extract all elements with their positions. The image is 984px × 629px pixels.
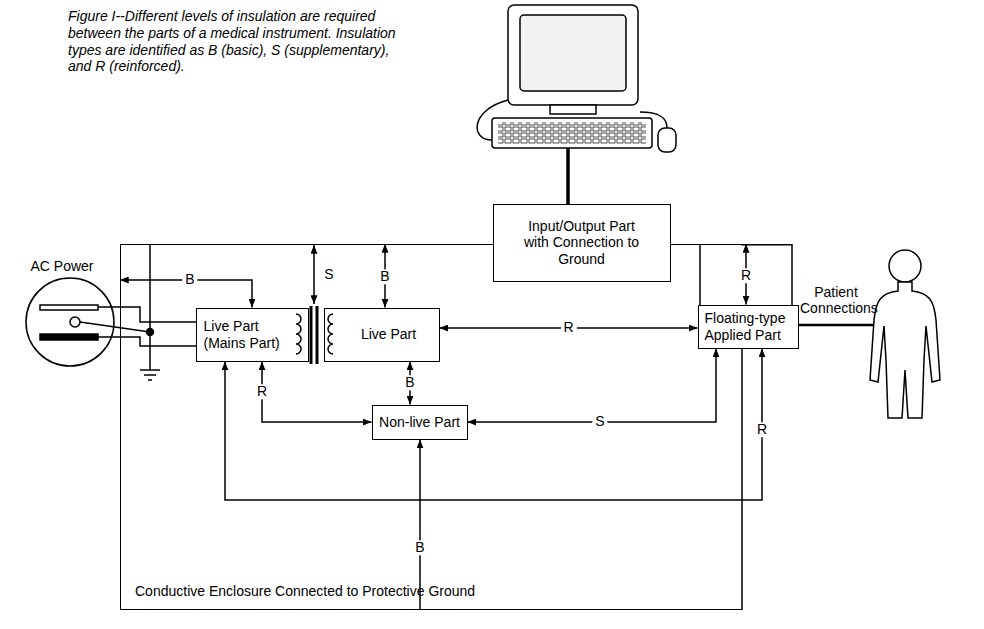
- io-cable: [566, 148, 570, 204]
- insulation-label: R: [254, 384, 270, 399]
- transformer-core: [310, 306, 313, 364]
- insulation-label: S: [322, 266, 336, 282]
- non-live-part: Non-live Part: [372, 405, 468, 440]
- insulation-label: B: [182, 272, 197, 287]
- keyboard: [492, 118, 652, 148]
- keyboard-keys: [498, 122, 646, 144]
- earth-symbol: [144, 374, 156, 376]
- mouse-cable: [477, 100, 508, 140]
- enclosure-ground-wire: [149, 244, 151, 370]
- figure-caption: Figure I--Different levels of insulation…: [68, 8, 408, 75]
- primary-coil: [296, 314, 301, 354]
- patient-figure: [796, 250, 940, 418]
- plug-prong: [40, 334, 98, 340]
- insulation-label: B: [402, 375, 417, 390]
- io-part: Input/Output Part with Connection to Gro…: [493, 204, 671, 282]
- insulation-arrow: [262, 362, 372, 423]
- transformer-core: [316, 306, 319, 364]
- plug-ground-pin: [70, 317, 80, 327]
- ground-wire: [80, 322, 150, 332]
- supplementary-arrow: [313, 245, 315, 304]
- node-text: Input/Output Part with Connection to Gro…: [524, 218, 640, 266]
- secondary-coil: [328, 314, 333, 354]
- patient-lead: [796, 324, 874, 327]
- mains-wire: [98, 307, 196, 322]
- insulation-label: R: [738, 268, 754, 283]
- node-text: Live Part (Mains Part): [204, 318, 292, 350]
- mouse: [658, 128, 676, 152]
- live-part: Live Part: [324, 308, 440, 362]
- computer: [477, 5, 676, 204]
- monitor-stand: [550, 105, 596, 114]
- insulation-arrow: [468, 349, 717, 423]
- conductive-enclosure: Conductive Enclosure Connected to Protec…: [120, 244, 742, 610]
- mains-live-part: Live Part (Mains Part): [196, 308, 309, 362]
- applied-part: Floating-type Applied Part: [698, 305, 799, 349]
- plug-face: [26, 278, 114, 366]
- patient-body: [870, 282, 940, 418]
- node-text: Conductive Enclosure Connected to Protec…: [135, 583, 475, 599]
- plug-prong: [40, 305, 98, 310]
- insulation-label: R: [560, 320, 576, 335]
- enclosure-outline: [700, 244, 792, 610]
- mains-wire: [98, 337, 196, 346]
- power-label: AC Power: [22, 258, 102, 274]
- patient-connections-label: Patient Connections: [800, 284, 872, 316]
- node-text: Live Part: [361, 326, 416, 342]
- patient-head: [889, 250, 921, 282]
- enclosure-wall: [741, 345, 743, 610]
- insulation-arrow: [225, 349, 762, 501]
- monitor: [508, 5, 638, 105]
- transformer: [296, 245, 333, 364]
- node-text: Non-live Part: [379, 414, 460, 430]
- monitor-screen: [520, 15, 626, 91]
- mouse-cable: [640, 112, 667, 128]
- earth-symbol: [148, 379, 152, 381]
- insulation-label: B: [412, 540, 427, 555]
- insulation-label: B: [377, 269, 392, 284]
- earth-symbol: [140, 369, 160, 371]
- insulation-label: S: [592, 414, 607, 429]
- node-text: Floating-type Applied Part: [705, 310, 792, 342]
- enclosure-wall: [699, 244, 701, 305]
- insulation-label: R: [754, 422, 770, 437]
